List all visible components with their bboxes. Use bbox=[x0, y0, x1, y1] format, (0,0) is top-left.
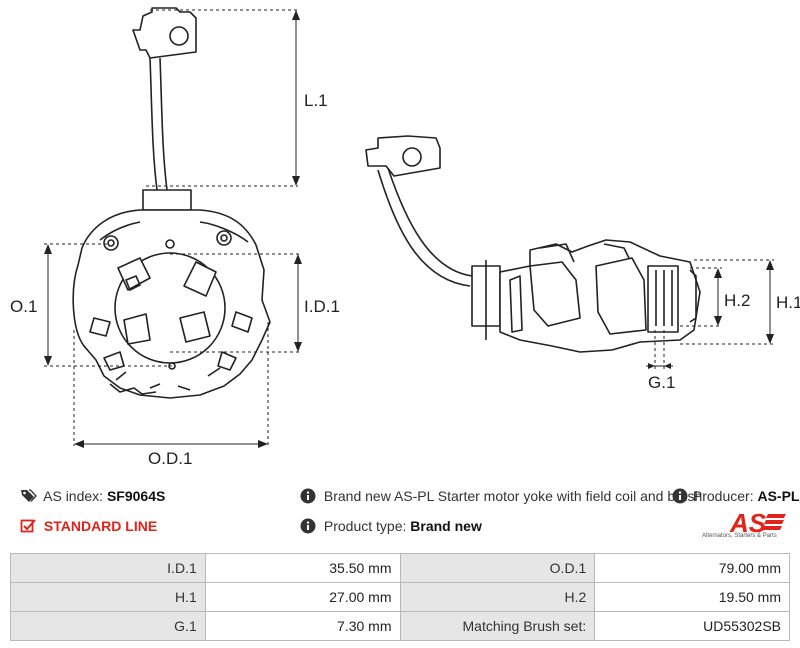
dim-label-id1: I.D.1 bbox=[304, 297, 340, 316]
spec-label: H.1 bbox=[10, 582, 206, 612]
spec-label: O.D.1 bbox=[399, 553, 596, 583]
specs-table: I.D.1 35.50 mm O.D.1 79.00 mm H.1 27.00 … bbox=[10, 553, 790, 641]
product-description: Brand new AS-PL Starter motor yoke with … bbox=[323, 488, 703, 504]
spec-label: I.D.1 bbox=[10, 553, 206, 583]
spec-value: 35.50 mm bbox=[204, 553, 401, 583]
tags-icon bbox=[21, 489, 37, 502]
spec-value: 79.00 mm bbox=[594, 553, 790, 583]
dim-label-g1: G.1 bbox=[648, 373, 675, 392]
spec-label: H.2 bbox=[399, 582, 596, 612]
spec-value: 19.50 mm bbox=[594, 582, 790, 612]
as-index-label: AS index: bbox=[43, 488, 104, 504]
producer-row: Producer: AS-PL bbox=[672, 488, 799, 504]
as-index-value: SF9064S bbox=[106, 488, 166, 504]
check-square-icon bbox=[20, 519, 36, 533]
as-index-row: AS index: SF9064S bbox=[20, 488, 165, 504]
spec-label: Matching Brush set: bbox=[399, 611, 596, 641]
info-circle-icon bbox=[300, 518, 316, 534]
dim-label-l1: L.1 bbox=[304, 91, 328, 110]
producer-value: AS-PL bbox=[757, 488, 800, 504]
left-brush-holder bbox=[72, 189, 271, 399]
logo-caption: Alternators, Starters & Parts bbox=[702, 533, 777, 539]
dim-label-o1: O.1 bbox=[10, 297, 37, 316]
dim-label-h1: H.1 bbox=[776, 293, 800, 312]
table-row: I.D.1 35.50 mm O.D.1 79.00 mm bbox=[10, 553, 790, 583]
right-side-view bbox=[365, 135, 701, 353]
producer-label: Producer: bbox=[692, 488, 754, 504]
standard-line-badge: STANDARD LINE bbox=[43, 518, 158, 534]
dim-label-h2: H.2 bbox=[724, 291, 750, 310]
technical-drawing: L.1 O.1 I.D.1 O.D.1 H.1 H.2 G.1 bbox=[10, 7, 800, 468]
description-row: Brand new AS-PL Starter motor yoke with … bbox=[300, 488, 702, 504]
logo-text: AS bbox=[729, 508, 767, 538]
product-type-row: Product type: Brand new bbox=[300, 518, 482, 534]
as-pl-logo: AS bbox=[729, 508, 786, 538]
left-terminal bbox=[132, 7, 197, 191]
spec-value: 27.00 mm bbox=[204, 582, 401, 612]
spec-value: 7.30 mm bbox=[204, 611, 401, 641]
table-row: G.1 7.30 mm Matching Brush set: UD55302S… bbox=[10, 611, 790, 641]
spec-value: UD55302SB bbox=[594, 611, 790, 641]
table-row: H.1 27.00 mm H.2 19.50 mm bbox=[10, 582, 790, 612]
info-circle-icon bbox=[300, 488, 316, 504]
product-type-value: Brand new bbox=[410, 518, 482, 534]
standard-line-row: STANDARD LINE bbox=[20, 518, 157, 534]
spec-label: G.1 bbox=[10, 611, 206, 641]
product-type-label: Product type: bbox=[323, 518, 407, 534]
dim-label-od1: O.D.1 bbox=[148, 449, 192, 468]
info-circle-icon bbox=[672, 488, 688, 504]
